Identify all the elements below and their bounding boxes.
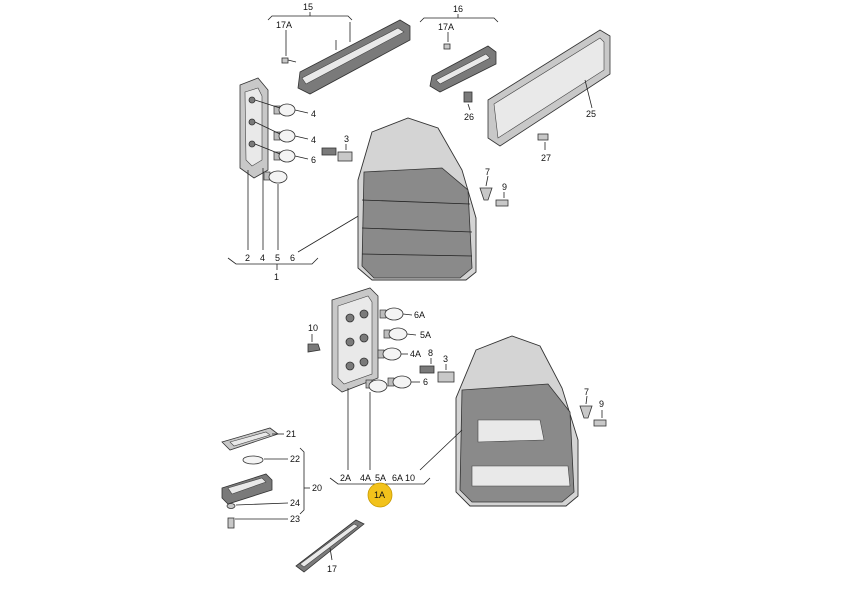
- callout-1A: 1A: [374, 490, 385, 500]
- reflector-strip-17[interactable]: [295, 519, 365, 573]
- clip-26[interactable]: [463, 91, 473, 103]
- callout-5A-bottom: 5A: [375, 473, 386, 483]
- callout-4A-bottom: 4A: [360, 473, 371, 483]
- highlight-1A[interactable]: 1A: [367, 482, 393, 508]
- nut-7-lower[interactable]: [579, 405, 593, 419]
- screw-27[interactable]: [537, 133, 549, 141]
- screw-17A-left[interactable]: [281, 57, 297, 64]
- bulb-6-upper[interactable]: [273, 149, 296, 163]
- screw-8[interactable]: [419, 365, 435, 374]
- screw-9-lower[interactable]: [593, 419, 607, 427]
- screw-23[interactable]: [227, 517, 235, 529]
- bulb-6-lower[interactable]: [387, 375, 412, 389]
- trim-panel-25[interactable]: [487, 29, 611, 147]
- bulb-4A[interactable]: [377, 347, 402, 361]
- bulb-4-mid[interactable]: [273, 129, 296, 143]
- callout-6A-bottom: 6A: [392, 473, 403, 483]
- callout-6-bottom: 6: [290, 253, 295, 263]
- callout-9-upper: 9: [502, 182, 507, 192]
- callout-22: 22: [290, 454, 300, 464]
- brake-light-15[interactable]: [297, 19, 411, 95]
- screw-3-lower[interactable]: [437, 371, 455, 383]
- callout-10-bottom: 10: [405, 473, 415, 483]
- callout-15: 15: [303, 2, 313, 12]
- callout-26: 26: [464, 112, 474, 122]
- callout-2: 2: [245, 253, 250, 263]
- callout-21: 21: [286, 429, 296, 439]
- screw-17A-right[interactable]: [443, 43, 451, 50]
- bulb-5A[interactable]: [383, 327, 408, 341]
- brake-light-16[interactable]: [429, 45, 497, 93]
- callout-6-upper: 6: [311, 155, 316, 165]
- bulb-carrier-upper[interactable]: [239, 77, 269, 179]
- callout-1: 1: [274, 272, 279, 282]
- bulb-5-upper[interactable]: [263, 170, 288, 184]
- bulb-carrier-lower[interactable]: [331, 287, 379, 393]
- gasket-21[interactable]: [221, 427, 279, 451]
- callout-4-bottom: 4: [260, 253, 265, 263]
- callout-2A: 2A: [340, 473, 351, 483]
- callout-25: 25: [586, 109, 596, 119]
- bulb-22[interactable]: [242, 455, 264, 465]
- callout-20: 20: [312, 483, 322, 493]
- nut-7-upper[interactable]: [479, 187, 493, 201]
- callout-6-lower: 6: [423, 377, 428, 387]
- washer-24[interactable]: [226, 503, 236, 509]
- callout-23: 23: [290, 514, 300, 524]
- callout-5: 5: [275, 253, 280, 263]
- callout-27: 27: [541, 153, 551, 163]
- callout-4A: 4A: [410, 349, 421, 359]
- callout-5A: 5A: [420, 330, 431, 340]
- bulb-6A[interactable]: [379, 307, 404, 321]
- callout-4-mid: 4: [311, 135, 316, 145]
- callout-24: 24: [290, 498, 300, 508]
- callout-7-upper: 7: [485, 167, 490, 177]
- lamp-housing-20[interactable]: [221, 473, 273, 505]
- clip-10[interactable]: [307, 343, 321, 353]
- callout-3-upper: 3: [344, 134, 349, 144]
- tail-lamp-lower[interactable]: [455, 335, 579, 507]
- screw-9-upper[interactable]: [495, 199, 509, 207]
- callout-6A: 6A: [414, 310, 425, 320]
- callout-10: 10: [308, 323, 318, 333]
- callout-16: 16: [453, 4, 463, 14]
- callout-17: 17: [327, 564, 337, 574]
- callout-4-top: 4: [311, 109, 316, 119]
- callout-17A-right: 17A: [438, 22, 454, 32]
- callout-8: 8: [428, 348, 433, 358]
- callout-9-lower: 9: [599, 399, 604, 409]
- screw-3-upper[interactable]: [321, 147, 353, 162]
- callout-17A-left: 17A: [276, 20, 292, 30]
- bulb-4-top[interactable]: [273, 103, 296, 117]
- callout-3-lower: 3: [443, 354, 448, 364]
- tail-lamp-upper[interactable]: [357, 117, 477, 281]
- callout-7-lower: 7: [584, 387, 589, 397]
- bulb-5A-lower[interactable]: [365, 379, 388, 393]
